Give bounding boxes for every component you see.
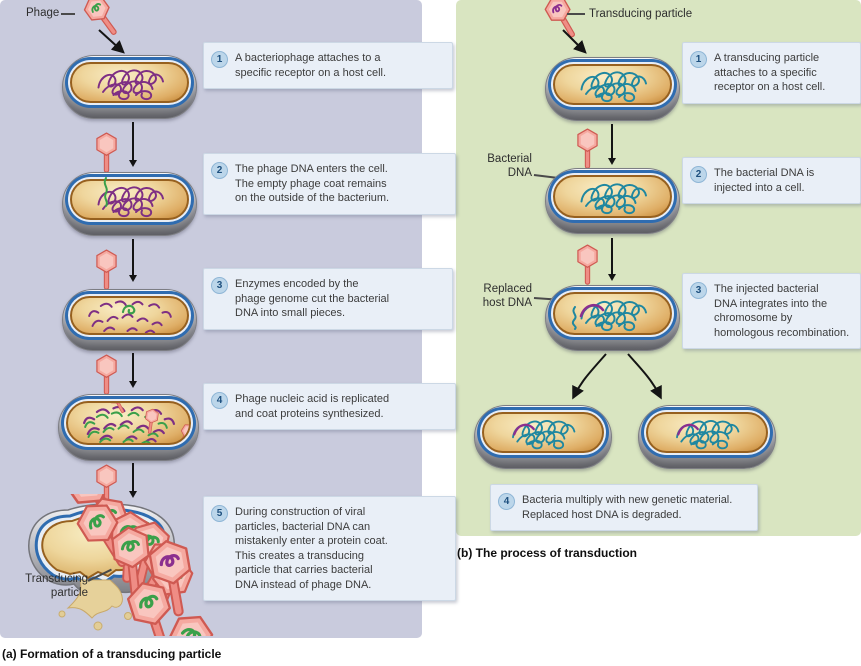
step-a1-number: 1 (211, 51, 228, 68)
arrow-down-icon (129, 122, 137, 167)
step-b2: 2 The bacterial DNA is injected into a c… (682, 157, 861, 204)
bacterium-a4 (58, 394, 199, 461)
step-a2-text: The phage DNA enters the cell. The empty… (235, 163, 390, 204)
bacterial-chromosome-icon (91, 62, 169, 103)
bacterium-a2 (62, 172, 197, 236)
bacterium-b3 (545, 285, 680, 351)
step-b3-text: The injected bacterial DNA integrates in… (714, 283, 850, 339)
step-b2-number: 2 (690, 166, 707, 183)
step-b1-text: A transducing particle attaches to a spe… (714, 52, 826, 93)
step-b3-number: 3 (690, 282, 707, 299)
diverging-arrows-icon (572, 353, 662, 400)
arrow-down-icon (608, 238, 616, 281)
host-chromosome-icon (574, 64, 652, 105)
phage-label: Phage (26, 7, 60, 19)
integrated-bacterial-dna-icon (513, 423, 535, 436)
step-a5: 5 During construction of viral particles… (203, 496, 456, 601)
phage-dna-entering-icon (103, 177, 108, 207)
step-a1: 1 A bacteriophage attaches to a specific… (203, 42, 453, 89)
arrow-down-icon (129, 239, 137, 282)
new-phage-particles-icon (68, 403, 191, 445)
lysing-bacterium (28, 494, 220, 636)
panel-a-caption: (a) Formation of a transducing particle (2, 647, 222, 661)
step-a5-number: 5 (211, 505, 228, 522)
step-b2-text: The bacterial DNA is injected into a cel… (714, 167, 815, 194)
arrow-down-icon (129, 353, 137, 388)
replaced-host-dna-label: Replaced host DNA (482, 283, 532, 309)
step-a2-number: 2 (211, 162, 228, 179)
step-a4: 4 Phage nucleic acid is replicated and c… (203, 383, 456, 430)
integrated-bacterial-dna-icon (677, 423, 699, 436)
phage-leader-line (61, 13, 75, 15)
step-b3: 3 The injected bacterial DNA integrates … (682, 273, 861, 349)
step-b4-number: 4 (498, 493, 515, 510)
step-a4-text: Phage nucleic acid is replicated and coa… (235, 393, 390, 420)
bacterium-b4-right (638, 405, 776, 469)
arrow-down-icon (608, 124, 616, 165)
bacterium-a3 (62, 289, 197, 351)
arrow-down-right-icon (98, 29, 125, 54)
transducing-particle-label: Transducing particle (589, 8, 693, 20)
bacterium-b4-left (474, 405, 612, 469)
step-a3-text: Enzymes encoded by the phage genome cut … (235, 278, 390, 319)
step-b4: 4 Bacteria multiply with new genetic mat… (490, 484, 758, 531)
step-a5-text: During construction of viral particles, … (235, 506, 388, 591)
bacterium-a1 (62, 55, 197, 119)
phage-dna-icon (121, 304, 136, 315)
step-b1-number: 1 (690, 51, 707, 68)
step-a2: 2 The phage DNA enters the cell. The emp… (203, 153, 456, 215)
replaced-host-dna-icon (571, 306, 577, 330)
step-a3: 3 Enzymes encoded by the phage genome cu… (203, 268, 453, 330)
step-a4-number: 4 (211, 392, 228, 409)
step-a3-number: 3 (211, 277, 228, 294)
host-chromosome-icon (574, 176, 652, 218)
transducing-particle-label: Transducing particle (25, 573, 88, 599)
panel-b-caption: (b) The process of transduction (457, 546, 638, 560)
step-b4-text: Bacteria multiply with new genetic mater… (522, 494, 733, 521)
bacterium-b1 (545, 57, 680, 121)
bacterium-b2 (545, 168, 680, 234)
cell-lysate-spill (66, 579, 123, 619)
bacterial-dna-label: Bacterial DNA (487, 153, 532, 179)
arrow-down-icon (129, 463, 137, 498)
step-a1-text: A bacteriophage attaches to a specific r… (235, 52, 387, 79)
step-b1: 1 A transducing particle attaches to a s… (682, 42, 861, 104)
integrated-bacterial-dna-icon (579, 303, 605, 318)
arrow-down-right-icon (562, 29, 587, 54)
transducing-particle-leader-line (567, 13, 585, 15)
